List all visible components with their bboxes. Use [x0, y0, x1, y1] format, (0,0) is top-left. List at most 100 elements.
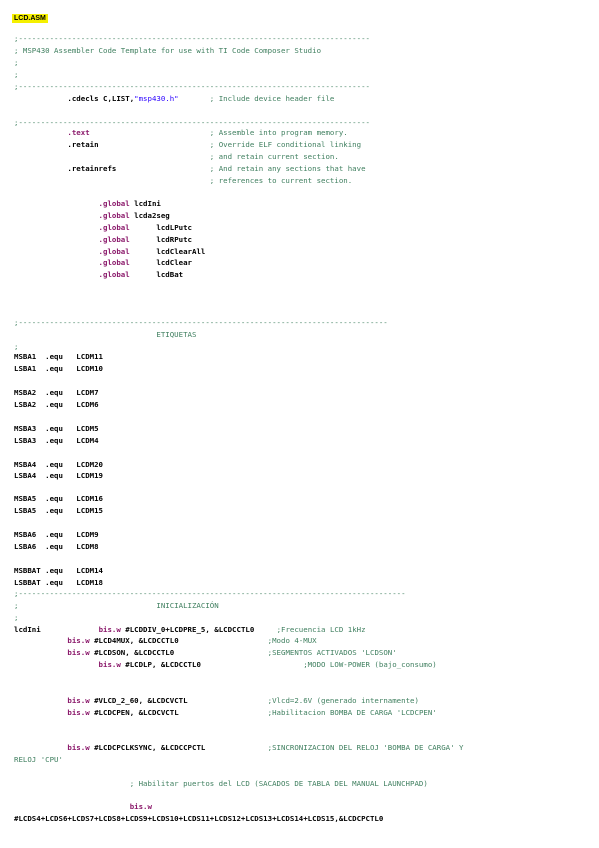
code-segment: bis.w	[67, 696, 90, 705]
code-segment: bis.w	[67, 708, 90, 717]
code-segment: lcdLPutc	[129, 223, 192, 232]
code-segment: "msp430.h"	[134, 94, 179, 103]
code-segment	[179, 636, 268, 645]
code-line: RELOJ 'CPU'	[14, 755, 63, 765]
code-line: bis.w #LCDCPEN, &LCDCVCTL ;Habilitacion …	[14, 708, 437, 718]
code-line: MSBA6 .equ LCDM9	[14, 530, 99, 540]
code-segment: ;MODO LOW-POWER (bajo_consumo)	[303, 660, 437, 669]
code-segment: ; And retain any sections that have	[209, 164, 366, 173]
code-line: ;---------------------------------------…	[14, 82, 370, 92]
code-line: .global lcdLPutc	[14, 223, 192, 233]
code-segment	[14, 636, 67, 645]
code-segment: lcdIni	[14, 625, 41, 634]
code-line: LSBA2 .equ LCDM6	[14, 400, 99, 410]
code-line: ;	[14, 58, 18, 68]
code-line: LSBBAT .equ LCDM18	[14, 578, 103, 588]
code-segment: MSBA1 .equ LCDM11	[14, 352, 103, 361]
code-segment: .global	[14, 199, 130, 208]
code-segment	[14, 660, 99, 669]
code-segment: .global	[14, 223, 130, 232]
code-segment: .retain	[14, 140, 99, 149]
code-segment: bis.w	[67, 743, 90, 752]
code-line: MSBA1 .equ LCDM11	[14, 352, 103, 362]
code-segment	[116, 164, 209, 173]
code-line: MSBA4 .equ LCDM20	[14, 460, 103, 470]
code-line: ;	[14, 342, 18, 352]
code-segment: LSBA4 .equ LCDM19	[14, 471, 103, 480]
code-segment: MSBA5 .equ LCDM16	[14, 494, 103, 503]
code-segment: lcdIni	[129, 199, 161, 208]
code-segment: #LCDS4+LCDS6+LCDS7+LCDS8+LCDS9+LCDS10+LC…	[14, 814, 384, 823]
code-segment: MSBA3 .equ LCDM5	[14, 424, 99, 433]
code-segment	[99, 140, 210, 149]
code-line: ETIQUETAS	[14, 330, 196, 340]
code-segment: ;	[14, 342, 19, 351]
code-segment: .global	[14, 211, 130, 220]
code-segment: ; Override ELF conditional linking	[209, 140, 362, 149]
code-segment: ;---------------------------------------…	[14, 82, 370, 91]
code-segment: .cdecls C,LIST,	[14, 94, 135, 103]
code-line: ;	[14, 70, 18, 80]
code-line: bis.w #LCDLP, &LCDCCTL0 ;MODO LOW-POWER …	[14, 660, 437, 670]
code-line: #LCDS4+LCDS6+LCDS7+LCDS8+LCDS9+LCDS10+LC…	[14, 814, 383, 824]
code-line: MSBA2 .equ LCDM7	[14, 388, 99, 398]
code-segment	[14, 648, 67, 657]
code-segment: MSBA6 .equ LCDM9	[14, 530, 99, 539]
code-line: ;---------------------------------------…	[14, 318, 388, 328]
code-line: .retainrefs ; And retain any sections th…	[14, 164, 366, 174]
code-line: bis.w #LCDSON, &LCDCCTL0 ;SEGMENTOS ACTI…	[14, 648, 397, 658]
code-segment	[14, 708, 67, 717]
code-segment: .global	[14, 247, 130, 256]
code-line: .cdecls C,LIST,"msp430.h" ; Include devi…	[14, 94, 334, 104]
code-segment: ;	[14, 613, 19, 622]
code-segment: #LCDDIV_0+LCDPRE_5, &LCDCCTL0	[120, 625, 255, 634]
code-segment: ;Modo 4-MUX	[267, 636, 317, 645]
code-line: bis.w #LCD4MUX, &LCDCCTL0 ;Modo 4-MUX	[14, 636, 317, 646]
code-line: MSBA3 .equ LCDM5	[14, 424, 99, 434]
code-line: ;---------------------------------------…	[14, 118, 370, 128]
code-segment: ;	[14, 70, 19, 79]
code-segment: #VLCD_2_60, &LCDCVCTL	[89, 696, 188, 705]
code-segment: ; Habilitar puertos del LCD (SACADOS DE …	[14, 779, 428, 788]
document-title: LCD.ASM	[12, 14, 48, 23]
code-line: ;---------------------------------------…	[14, 589, 406, 599]
code-segment	[14, 802, 130, 811]
code-segment: ;---------------------------------------…	[14, 34, 370, 43]
code-segment: #LCDSON, &LCDCCTL0	[89, 648, 175, 657]
code-segment: bis.w	[98, 625, 121, 634]
code-segment: ; and retain current section.	[14, 152, 339, 161]
code-segment: .retainrefs	[14, 164, 117, 173]
code-segment: ;	[14, 58, 19, 67]
code-segment: bis.w	[67, 636, 90, 645]
code-segment: bis.w	[67, 648, 90, 657]
code-segment: ;---------------------------------------…	[14, 589, 406, 598]
code-segment: lcdClear	[129, 258, 192, 267]
code-segment: .text	[14, 128, 90, 137]
code-segment: ; Include device header file	[209, 94, 335, 103]
code-line: bis.w #VLCD_2_60, &LCDCVCTL ;Vlcd=2.6V (…	[14, 696, 419, 706]
code-segment: ; Assemble into program memory.	[209, 128, 348, 137]
code-segment	[90, 128, 210, 137]
code-segment: lcdClearAll	[129, 247, 206, 256]
code-segment: .global	[14, 258, 130, 267]
code-segment: RELOJ 'CPU'	[14, 755, 63, 764]
code-segment: lcda2seg	[129, 211, 170, 220]
code-line: .global lcdClearAll	[14, 247, 206, 257]
code-line: LSBA1 .equ LCDM10	[14, 364, 103, 374]
code-segment: ;---------------------------------------…	[14, 118, 370, 127]
code-segment: ;SEGMENTOS ACTIVADOS 'LCDSON'	[267, 648, 397, 657]
code-line: ; INICIALIZACIÓN	[14, 601, 219, 611]
code-line: ; and retain current section.	[14, 152, 339, 162]
code-line: LSBA5 .equ LCDM15	[14, 506, 103, 516]
code-segment: ;Habilitacion BOMBA DE CARGA 'LCDCPEN'	[267, 708, 437, 717]
code-line: .global lcdBat	[14, 270, 184, 280]
code-segment: LSBBAT .equ LCDM18	[14, 578, 103, 587]
code-segment: ; MSP430 Assembler Code Template for use…	[14, 46, 322, 55]
code-segment: #LCDCPCLKSYNC, &LCDCCPCTL	[89, 743, 206, 752]
code-segment: ;SINCRONIZACION DEL RELOJ 'BOMBA DE CARG…	[267, 743, 464, 752]
code-line: .global lcdClear	[14, 258, 192, 268]
code-segment: #LCDCPEN, &LCDCVCTL	[89, 708, 179, 717]
code-segment: #LCD4MUX, &LCDCCTL0	[89, 636, 179, 645]
code-segment: lcdBat	[129, 270, 184, 279]
code-line: ;	[14, 613, 18, 623]
